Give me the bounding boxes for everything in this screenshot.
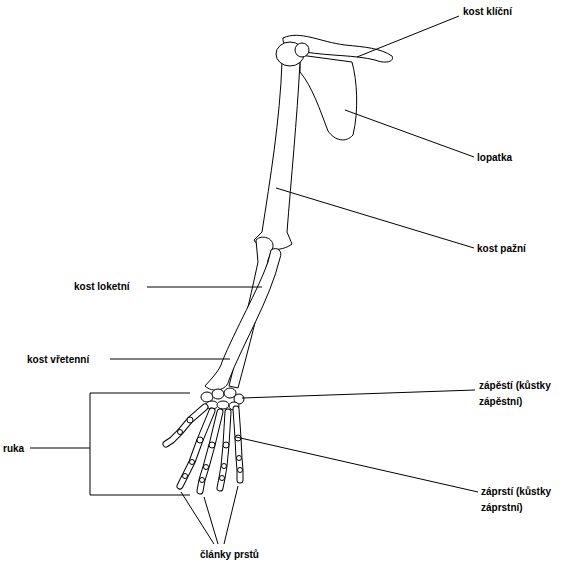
finger-joint	[190, 460, 195, 465]
leader-line	[276, 188, 474, 248]
finger-bone	[220, 412, 228, 488]
part-label: kost klíční	[463, 4, 512, 20]
part-label: lopatka	[477, 150, 512, 166]
finger-joint	[183, 474, 188, 479]
finger-joint	[200, 478, 205, 483]
humerus-tubercle	[295, 43, 309, 57]
finger-bone-outline	[166, 407, 205, 444]
leader-line	[345, 110, 474, 157]
leader-line	[357, 16, 459, 57]
finger-joint	[178, 430, 183, 435]
leader-line	[204, 497, 218, 544]
part-label: zápěstí (kůstky zápěstní)	[479, 378, 559, 410]
radius-bone	[205, 249, 281, 391]
leader-line	[236, 437, 478, 492]
finger-joint	[209, 442, 215, 448]
finger-joint	[222, 464, 227, 469]
finger-joint	[238, 468, 243, 473]
part-label: záprstí (kůstky záprstní)	[481, 484, 561, 516]
part-label: kost vřetenní	[27, 352, 89, 368]
finger-bone	[200, 412, 220, 491]
humerus-bone	[254, 62, 300, 250]
part-label: ruka	[3, 441, 24, 457]
leader-line	[242, 390, 475, 398]
carpal-bone	[201, 392, 213, 402]
finger-bone-outline	[200, 412, 220, 491]
part-label: kost pažní	[477, 241, 526, 257]
finger-joint	[187, 417, 193, 423]
leader-line	[181, 492, 214, 544]
part-label: články prstů	[200, 547, 259, 563]
carpal-bone	[217, 401, 229, 409]
finger-joint	[197, 437, 203, 443]
finger-bone-outline	[220, 412, 228, 488]
hand-bracket	[90, 393, 190, 495]
leader-line	[30, 448, 90, 449]
carpal-bone	[212, 389, 224, 399]
part-label: kost loketní	[74, 279, 130, 295]
leader-line	[147, 287, 262, 288]
leader-line	[110, 359, 230, 360]
finger-joint	[220, 476, 225, 481]
finger-bone	[166, 407, 205, 444]
finger-joint	[204, 465, 209, 470]
finger-bone	[180, 411, 212, 486]
finger-joint	[223, 442, 229, 448]
scapula-bone	[300, 55, 357, 140]
leader-line	[224, 486, 238, 544]
finger-joint	[237, 456, 242, 461]
